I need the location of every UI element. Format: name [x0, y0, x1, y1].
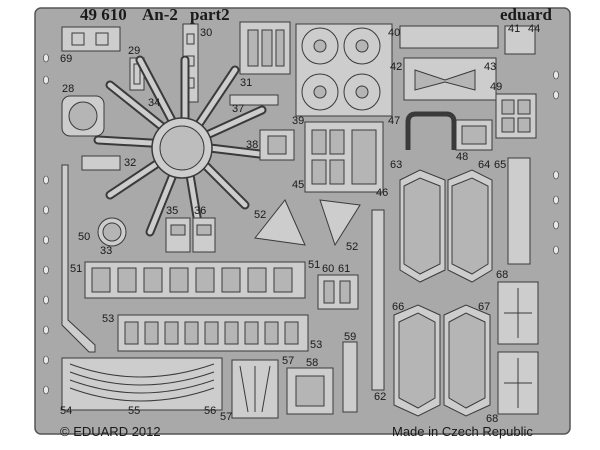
label-53-left: 53 — [102, 313, 115, 325]
label-33: 33 — [100, 245, 113, 257]
label-53-right: 53 — [310, 339, 323, 351]
label-52-left: 52 — [254, 209, 267, 221]
label-45: 45 — [292, 179, 305, 191]
part-60-61 — [317, 274, 359, 310]
label-56: 56 — [204, 405, 217, 417]
part-59 — [342, 341, 358, 413]
part-36 — [192, 217, 216, 253]
part-32 — [81, 155, 121, 171]
label-51-left: 51 — [70, 263, 83, 275]
label-59: 59 — [344, 331, 357, 343]
label-31: 31 — [240, 77, 253, 89]
label-30: 30 — [200, 27, 213, 39]
label-68-bottom: 68 — [486, 413, 499, 425]
label-69: 69 — [60, 53, 73, 65]
label-57-top: 57 — [282, 355, 295, 367]
part-33 — [97, 217, 127, 247]
label-57-bottom: 57 — [220, 411, 233, 423]
label-41: 41 — [508, 23, 521, 35]
part-37 — [229, 94, 279, 106]
part-58 — [286, 367, 334, 415]
label-66: 66 — [392, 301, 405, 313]
part-47 — [405, 111, 457, 150]
copyright-text: © EDUARD 2012 — [60, 424, 161, 439]
label-42: 42 — [390, 61, 403, 73]
label-34: 34 — [148, 97, 161, 109]
part-50 — [61, 164, 96, 353]
part-48 — [455, 119, 493, 151]
part-54-55-56 — [61, 357, 223, 411]
part-68 — [497, 281, 539, 415]
part-35 — [165, 217, 191, 253]
label-54: 54 — [60, 405, 73, 417]
label-46: 46 — [376, 187, 389, 199]
label-62: 62 — [374, 391, 387, 403]
label-68-top: 68 — [496, 269, 509, 281]
part-28 — [61, 95, 105, 137]
label-40: 40 — [388, 27, 401, 39]
label-52-right: 52 — [346, 241, 359, 253]
part-45-46 — [304, 121, 384, 193]
label-38: 38 — [246, 139, 259, 151]
part-40-41 — [399, 25, 536, 55]
label-67: 67 — [478, 301, 491, 313]
part-31 — [239, 21, 291, 75]
part-42-43 — [403, 57, 497, 101]
label-51-right: 51 — [308, 259, 321, 271]
part-57 — [231, 359, 279, 419]
part-52 — [254, 199, 361, 247]
label-60: 60 — [322, 263, 335, 275]
label-49: 49 — [490, 81, 503, 93]
part-69 — [61, 26, 121, 52]
label-63: 63 — [390, 159, 403, 171]
label-47: 47 — [388, 115, 401, 127]
part-66-67 — [393, 304, 491, 417]
part-38 — [259, 129, 295, 161]
rivet-holes-right — [553, 70, 559, 255]
label-50: 50 — [78, 231, 91, 243]
label-28: 28 — [62, 83, 75, 95]
label-43: 43 — [484, 61, 497, 73]
part-62 — [371, 209, 385, 391]
label-32: 32 — [124, 157, 137, 169]
label-37: 37 — [232, 103, 245, 115]
label-64: 64 — [478, 159, 491, 171]
part-53-row — [117, 314, 309, 352]
label-36: 36 — [194, 205, 207, 217]
part-39-40-disks — [295, 23, 393, 117]
part-49 — [495, 93, 537, 139]
catalog-number: 49 610 — [80, 5, 127, 24]
label-44: 44 — [528, 23, 541, 35]
model-name: An-2 — [142, 5, 178, 24]
brand-logo: eduard — [500, 5, 552, 24]
label-48: 48 — [456, 151, 469, 163]
part-name: part2 — [190, 5, 230, 24]
label-55: 55 — [128, 405, 141, 417]
label-39: 39 — [292, 115, 305, 127]
part-51-row — [84, 261, 306, 299]
part-63-64 — [399, 169, 493, 283]
label-29: 29 — [128, 45, 141, 57]
origin-text: Made in Czech Republic — [392, 424, 533, 439]
label-58: 58 — [306, 357, 319, 369]
label-35: 35 — [166, 205, 179, 217]
rivet-holes-left — [43, 53, 49, 395]
part-65 — [507, 157, 531, 265]
label-65: 65 — [494, 159, 507, 171]
label-61: 61 — [338, 263, 351, 275]
